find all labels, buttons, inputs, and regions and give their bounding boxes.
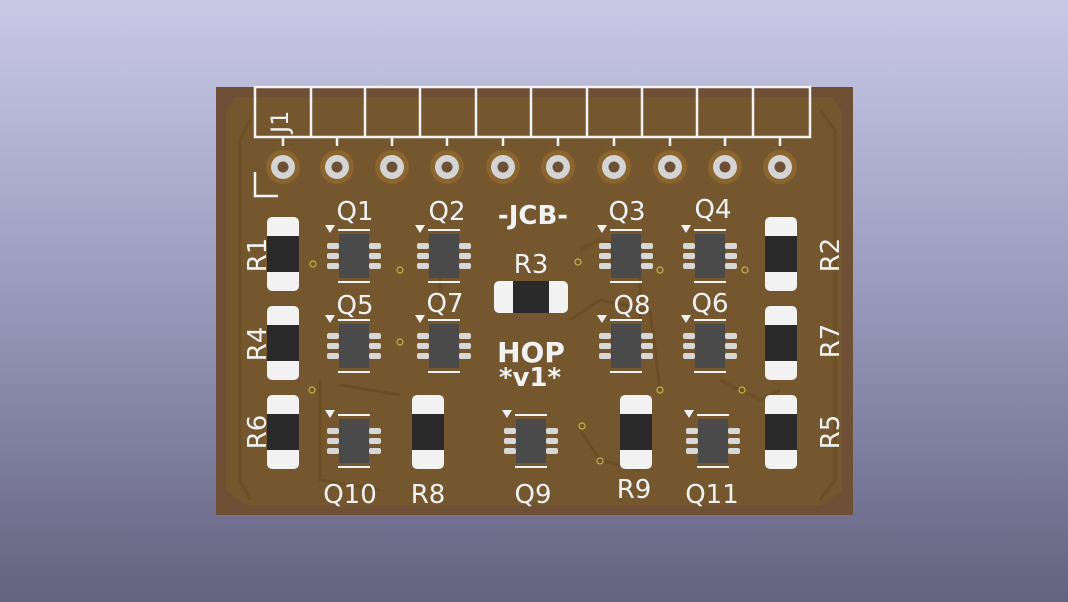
connector-label: J1: [266, 111, 294, 135]
resistor-r4: R4: [243, 306, 299, 380]
connector-j1: [253, 85, 812, 198]
transistor-q4: Q4: [681, 195, 737, 283]
transistor-q3: Q3: [597, 197, 653, 283]
resistor-label: R1: [243, 238, 273, 273]
resistor-r1: R1: [243, 217, 299, 291]
board-logo: -JCB-: [498, 201, 568, 231]
resistor-r5: R5: [765, 395, 846, 469]
resistor-label: R6: [243, 415, 273, 450]
board-title: HOP: [497, 336, 565, 369]
transistor-q1: Q1: [325, 197, 381, 283]
transistor-label: Q11: [685, 480, 739, 510]
resistor-r3: R3: [494, 250, 568, 313]
transistor-q6: Q6: [681, 289, 737, 373]
resistor-label: R3: [514, 250, 549, 280]
resistor-label: R9: [617, 475, 652, 505]
transistor-label: Q3: [608, 197, 645, 227]
transistor-label: Q9: [514, 480, 551, 510]
resistor-r6: R6: [243, 395, 299, 469]
transistor-label: Q5: [336, 291, 373, 321]
resistor-label: R7: [816, 324, 846, 359]
board-version: *v1*: [499, 363, 562, 393]
transistor-q11: Q11: [684, 410, 740, 510]
transistor-label: Q10: [323, 480, 377, 510]
resistor-label: R4: [243, 327, 273, 362]
transistor-q8: Q8: [597, 291, 653, 373]
resistor-r7: R7: [765, 306, 846, 380]
resistor-r8: R8: [411, 395, 446, 510]
transistor-q9: Q9: [502, 410, 558, 510]
transistor-label: Q2: [428, 197, 465, 227]
transistor-q10: Q10: [323, 410, 381, 510]
resistor-r2: R2: [765, 217, 846, 291]
transistor-label: Q8: [613, 291, 650, 321]
transistor-q7: Q7: [415, 289, 471, 373]
resistor-label: R8: [411, 480, 446, 510]
resistor-r9: R9: [617, 395, 652, 505]
transistor-label: Q4: [694, 195, 731, 225]
transistor-q2: Q2: [415, 197, 471, 283]
transistor-label: Q1: [336, 197, 373, 227]
transistor-q5: Q5: [325, 291, 381, 373]
transistor-label: Q7: [426, 289, 463, 319]
resistor-label: R5: [816, 415, 846, 450]
transistor-label: Q6: [691, 289, 728, 319]
resistor-label: R2: [816, 238, 846, 273]
vias: [308, 258, 749, 465]
